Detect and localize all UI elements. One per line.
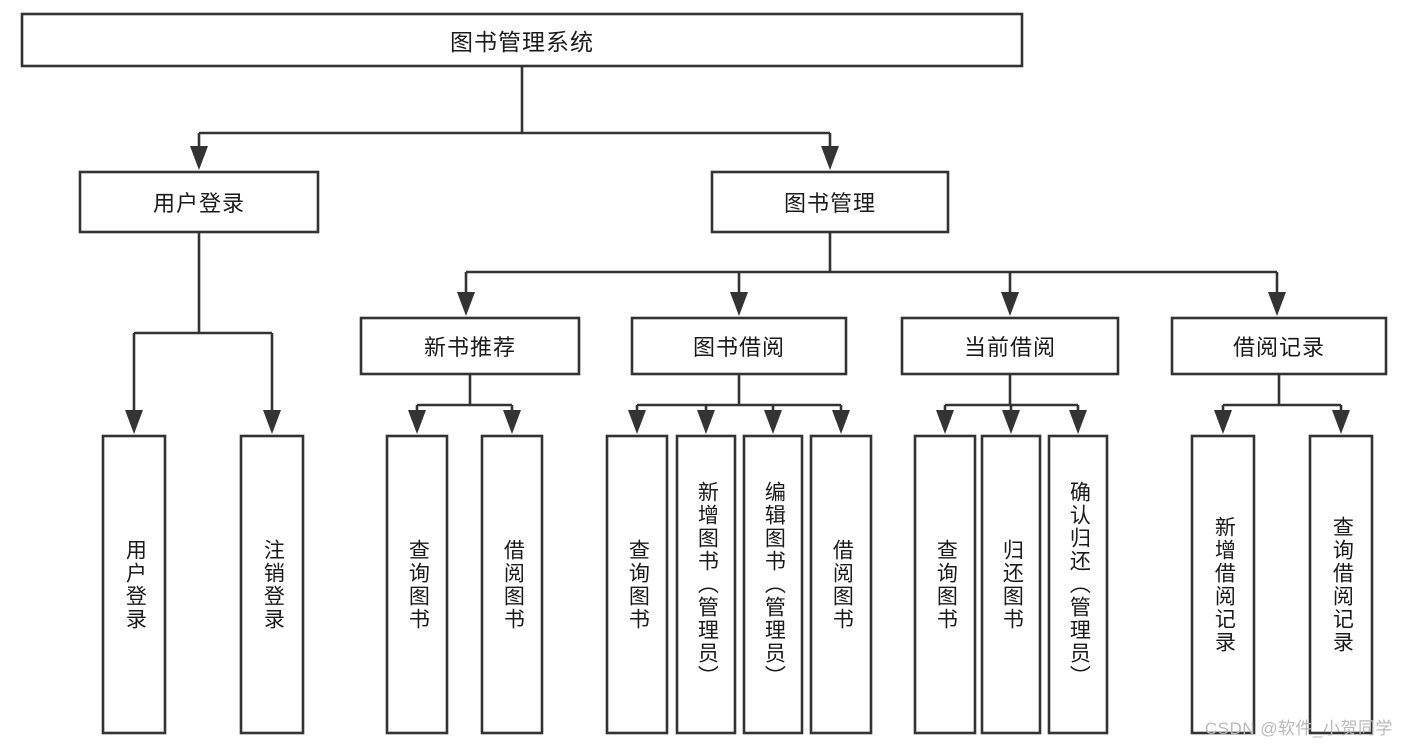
node-box-leaf-add-book[interactable] [675, 434, 737, 735]
node-box-leaf-return-book[interactable] [980, 434, 1042, 735]
node-box-user-login[interactable] [78, 170, 320, 234]
arrowhead-to-leaf_edit_book [764, 410, 782, 434]
boxes-layer [20, 12, 1388, 735]
arrowhead-to-new_book_rec [457, 292, 475, 316]
node-box-leaf-edit-book[interactable] [742, 434, 804, 735]
arrowhead-to-current_borrow [1001, 292, 1019, 316]
arrowhead-to-user_login [190, 146, 208, 170]
node-box-book-manage[interactable] [710, 170, 950, 234]
arrowhead-to-leaf_borrow_book_2 [832, 410, 850, 434]
arrowhead-to-leaf_user_login [125, 410, 143, 434]
node-box-leaf-add-record[interactable] [1190, 434, 1256, 735]
arrowhead-to-leaf_add_record [1214, 410, 1232, 434]
arrowhead-to-leaf_borrow_book_1 [503, 410, 521, 434]
arrowhead-to-borrow_record [1268, 292, 1286, 316]
arrowhead-to-leaf_logout [263, 410, 281, 434]
node-box-new-book-rec[interactable] [359, 316, 581, 376]
arrowhead-to-leaf_add_book [697, 410, 715, 434]
node-box-leaf-borrow-book-2[interactable] [809, 434, 873, 735]
node-box-leaf-logout[interactable] [239, 434, 305, 735]
arrowhead-to-leaf_query_book_1 [408, 410, 426, 434]
node-box-leaf-query-book-1[interactable] [385, 434, 449, 735]
node-box-current-borrow[interactable] [900, 316, 1120, 376]
arrowhead-to-leaf_return_book [1002, 410, 1020, 434]
node-box-borrow-record[interactable] [1170, 316, 1388, 376]
node-box-root[interactable] [20, 12, 1024, 68]
node-box-leaf-query-book-3[interactable] [913, 434, 977, 735]
arrowhead-to-leaf_confirm_return [1069, 410, 1087, 434]
node-box-leaf-query-book-2[interactable] [605, 434, 669, 735]
arrowhead-to-book_borrow [730, 292, 748, 316]
arrowhead-to-leaf_query_book_2 [628, 410, 646, 434]
watermark-text: CSDN @软件_小贺同学 [1204, 719, 1393, 738]
node-box-book-borrow[interactable] [630, 316, 848, 376]
arrowhead-to-book_manage [821, 146, 839, 170]
arrowhead-to-leaf_query_record [1332, 410, 1350, 434]
node-box-leaf-borrow-book-1[interactable] [480, 434, 544, 735]
node-box-leaf-user-login[interactable] [101, 434, 167, 735]
node-box-leaf-query-record[interactable] [1308, 434, 1374, 735]
arrows-layer [125, 146, 1350, 434]
node-box-leaf-confirm-return[interactable] [1047, 434, 1109, 735]
arrowhead-to-leaf_query_book_3 [936, 410, 954, 434]
